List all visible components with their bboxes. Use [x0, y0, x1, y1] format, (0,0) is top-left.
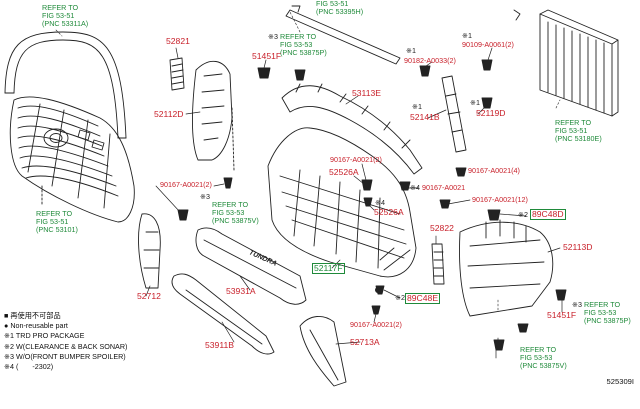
part-52117f[interactable]: 52117F [312, 263, 345, 274]
part-90109[interactable]: 90109-A0061(2) [462, 40, 514, 49]
mark-2-89c48d: ※2 [518, 210, 529, 219]
mark-4-90167: ※4 [410, 183, 421, 192]
upper-radiator-support-retainer [281, 83, 423, 175]
part-52113d[interactable]: 52113D [563, 242, 593, 252]
reference-53875p-right[interactable]: REFER TO FIG 53-53 (PNC 53875P) [584, 300, 631, 325]
reference-53875v-bottom[interactable]: REFER TO FIG 53-53 (PNC 53875V) [520, 345, 567, 370]
part-52526a-mid[interactable]: 52526A [374, 207, 404, 217]
reference-53101[interactable]: REFER TO FIG 53-51 (PNC 53101) [36, 209, 78, 234]
part-89c48e[interactable]: 89C48E [405, 293, 441, 304]
part-52713a[interactable]: 52713A [350, 337, 380, 347]
note-4: ※4 ( -2302) [4, 362, 54, 372]
fastener-clips [177, 59, 567, 351]
part-52141b[interactable]: 52141B [410, 112, 440, 122]
part-90167-12[interactable]: 90167-A0021(12) [472, 195, 528, 204]
note-reusable: ■ 再使用不可部品 [4, 311, 61, 320]
radiator-grille [9, 96, 135, 223]
illustration-code: 525309I [606, 377, 634, 386]
mark-3-top: ※3 [268, 32, 279, 41]
reference-53875v-mid[interactable]: REFER TO FIG 53-53 (PNC 53875V) [212, 200, 259, 225]
part-52112d[interactable]: 52112D [154, 109, 184, 119]
part-90167-4[interactable]: 90167-A0021(4) [468, 166, 520, 175]
part-53911b[interactable]: 53911B [205, 340, 234, 350]
bumper-side-bracket-left [191, 60, 233, 161]
legend-notes: ■ 再使用不可部品 ● Non-reusable part ※1 TRD PRO… [4, 311, 127, 372]
bracket-52141b [441, 75, 467, 153]
mark-1-90109: ※1 [462, 31, 473, 40]
note-3: ※3 W/O(FRONT BUMPER SPOILER) [4, 351, 126, 361]
bracket-52822 [431, 243, 445, 285]
part-51451f-top[interactable]: 51451F [252, 51, 282, 61]
sonar-sensors [375, 211, 499, 293]
reference-53311a[interactable]: REFER TO FIG 53-51 (PNC 53311A) [42, 3, 89, 28]
part-89c48d[interactable]: 89C48D [530, 209, 566, 220]
part-51451f-bottom[interactable]: 51451F [547, 310, 577, 320]
part-52119d[interactable]: 52119D [476, 108, 506, 118]
part-90167-mid[interactable]: 90167-A0021 [422, 183, 466, 192]
note-nonreusable: ● Non-reusable part [4, 321, 68, 331]
reference-53395h[interactable]: FIG 53-51 (PNC 53395H) [316, 0, 364, 16]
part-52822[interactable]: 52822 [430, 223, 454, 233]
part-90167-bottom[interactable]: 90167-A0021(2) [350, 320, 402, 329]
mark-1-90182: ※1 [406, 46, 417, 55]
front-bumper-reinforcement [267, 127, 417, 278]
part-90182[interactable]: 90182-A0033(2) [404, 56, 456, 65]
part-52821[interactable]: 52821 [166, 36, 190, 46]
part-53113e[interactable]: 53113E [352, 88, 381, 98]
radiator-shutter [539, 9, 619, 117]
lower-grille-plate [195, 227, 307, 305]
bracket-52821 [169, 57, 185, 91]
lower-grille-end-left [138, 213, 161, 289]
part-53931a[interactable]: 53931A [226, 286, 256, 296]
lower-end-cover-right [299, 316, 347, 387]
mark-2-89c48e: ※2 [395, 293, 406, 302]
mark-1-52119d: ※1 [470, 98, 481, 107]
bumper-extension-right [459, 219, 554, 317]
lower-moulding-strip [171, 273, 275, 355]
part-90167-top[interactable]: 90167-A0021(2) [330, 155, 382, 164]
mark-3-mid: ※3 [200, 192, 211, 201]
part-90167-left[interactable]: 90167-A0021(2) [160, 180, 212, 189]
mark-3-right: ※3 [572, 300, 583, 309]
note-1: ※1 TRD PRO PACKAGE [4, 331, 85, 341]
mark-4-52526a: ※4 [375, 198, 386, 207]
reference-53180e[interactable]: REFER TO FIG 53-51 (PNC 53180E) [555, 118, 602, 143]
mark-1-52141b: ※1 [412, 102, 423, 111]
leader-lines [145, 47, 563, 359]
part-52526a-top[interactable]: 52526A [329, 167, 359, 177]
hood-molding-bar [285, 5, 401, 65]
part-52712[interactable]: 52712 [137, 291, 161, 301]
grille-molding-arc [4, 31, 127, 139]
note-2: ※2 W(CLEARANCE & BACK SONAR) [4, 341, 128, 351]
reference-53875p-top[interactable]: REFER TO FIG 53-53 (PNC 53875P) [280, 32, 327, 57]
